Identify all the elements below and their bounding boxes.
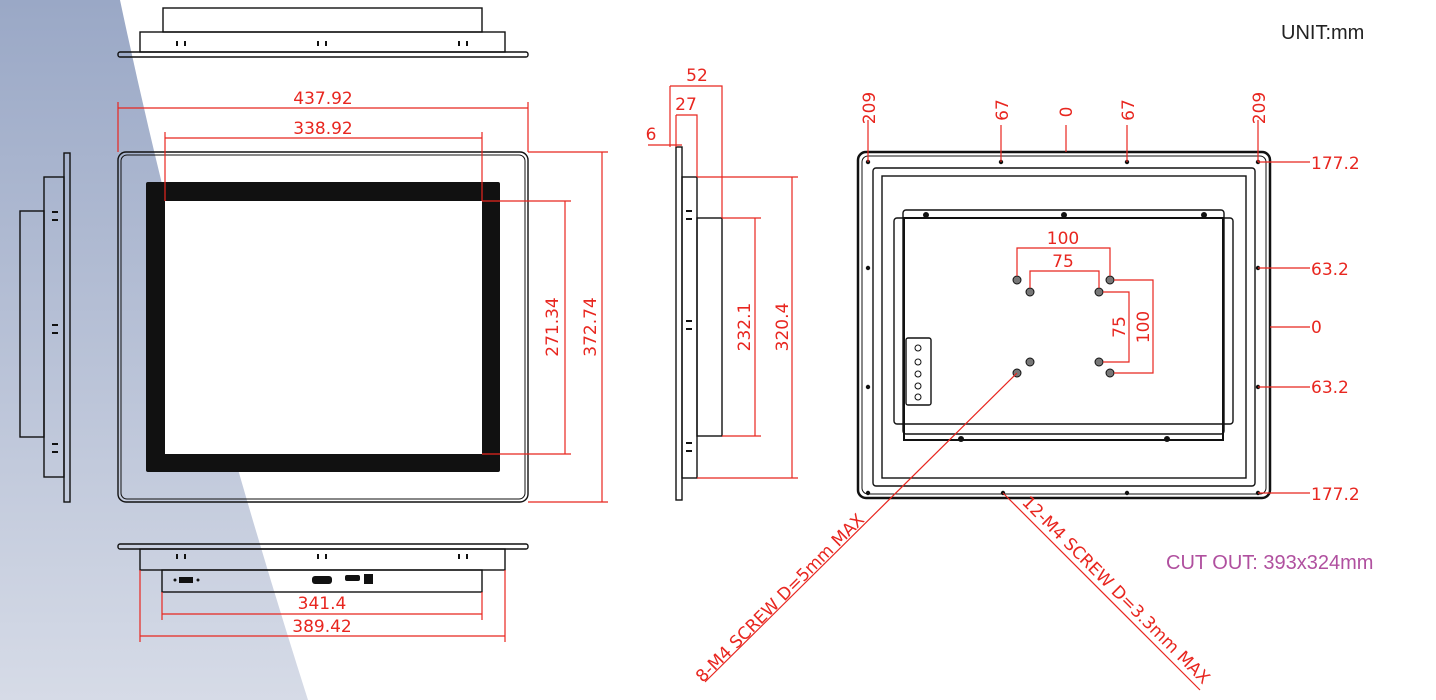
dim-inner-width: 341.4 <box>298 594 347 614</box>
cutout-label: CUT OUT: 393x324mm <box>1166 552 1374 574</box>
side-view <box>675 146 723 501</box>
top-mark-4: 67 <box>1119 99 1139 121</box>
dim-body-height: 320.4 <box>773 303 793 352</box>
usb-port-icon <box>179 577 193 583</box>
vesa-screw <box>1012 275 1022 285</box>
dim-depth-body: 27 <box>675 95 697 115</box>
dim-display-width: 338.92 <box>293 119 352 139</box>
unit-label: UNIT:mm <box>1281 22 1365 44</box>
rear-view <box>856 150 1272 500</box>
top-mark-5: 209 <box>1250 92 1270 124</box>
screw-note-mount: 12-M4 SCREW D=3.3mm MAX <box>1018 493 1214 689</box>
dim-vesa-inner-v: 75 <box>1110 316 1130 338</box>
screw-note-vesa: 8-M4 SCREW D=5mm MAX <box>692 510 869 687</box>
dim-overall-height: 372.74 <box>581 297 601 356</box>
dim-bezel-thickness: 6 <box>646 125 657 145</box>
right-mark-1: 177.2 <box>1311 154 1360 174</box>
right-mark-5: 177.2 <box>1311 485 1360 505</box>
top-mark-1: 209 <box>860 92 880 124</box>
dim-display-height: 271.34 <box>543 297 563 356</box>
dim-back-height: 232.1 <box>735 303 755 352</box>
dim-overall-width: 437.92 <box>293 89 352 109</box>
right-mark-2: 63.2 <box>1311 260 1349 280</box>
top-mark-2: 67 <box>993 99 1013 121</box>
right-mark-4: 63.2 <box>1311 378 1349 398</box>
hdmi-port-icon <box>345 575 360 581</box>
display-area <box>165 201 482 454</box>
bottom-view <box>117 543 529 593</box>
dim-vesa-inner-h: 75 <box>1052 252 1074 272</box>
left-side-view <box>19 152 71 503</box>
top-mark-3: 0 <box>1057 107 1077 118</box>
dim-outer-width: 389.42 <box>292 617 351 637</box>
dim-vesa-outer-v: 100 <box>1134 311 1154 343</box>
dc-port-icon <box>364 574 373 584</box>
vga-port-icon <box>312 576 332 584</box>
right-mark-3: 0 <box>1311 318 1322 338</box>
dim-depth-total: 52 <box>686 66 708 86</box>
front-view <box>117 151 529 503</box>
dim-vesa-outer-h: 100 <box>1047 229 1079 249</box>
top-view <box>117 7 529 58</box>
